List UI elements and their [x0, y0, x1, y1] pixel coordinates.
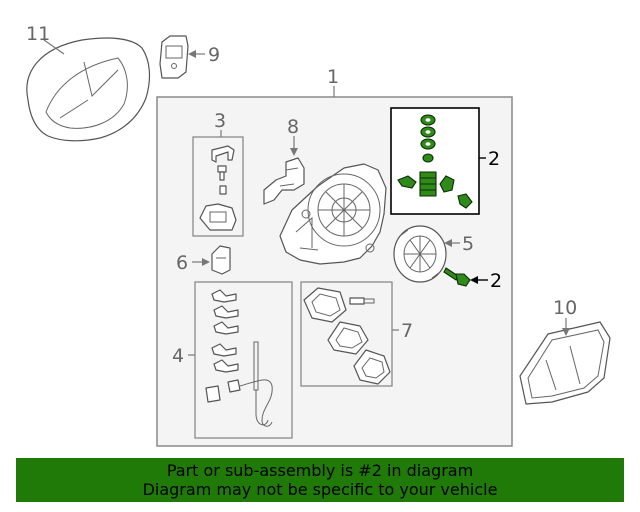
parts-diagram: 1 11 9 3 8 — [26, 23, 611, 447]
connector-part-6[interactable] — [211, 245, 231, 275]
arrow-2b — [470, 276, 478, 284]
callout-2b: 2 — [490, 270, 502, 292]
callout-2a: 2 — [488, 148, 500, 170]
arrow-10 — [562, 328, 570, 336]
arrow-6 — [202, 258, 210, 266]
callout-7: 7 — [401, 320, 413, 342]
screw-set-part-2[interactable] — [397, 114, 473, 209]
callout-8: 8 — [287, 116, 299, 138]
wiring-harness-part-4 — [205, 289, 273, 427]
banner-line-1: Part or sub-assembly is #2 in diagram — [166, 461, 474, 480]
bracket-part-9[interactable] — [159, 35, 189, 79]
callout-10: 10 — [553, 297, 577, 319]
clip-part-3 — [199, 145, 237, 231]
callout-1: 1 — [327, 66, 339, 88]
screw-part-2[interactable] — [443, 267, 471, 287]
callout-3: 3 — [214, 110, 226, 132]
banner-line-2: Diagram may not be specific to your vehi… — [142, 480, 498, 499]
mirror-glass-part-10[interactable] — [519, 321, 611, 405]
mirror-cover-part-11[interactable] — [26, 37, 151, 142]
subassembly-frame-4 — [194, 281, 293, 439]
mirror-glass-holder-part-7 — [303, 287, 391, 385]
callout-5: 5 — [462, 233, 474, 255]
info-banner: Part or sub-assembly is #2 in diagram Di… — [16, 458, 624, 502]
arrow-5 — [444, 239, 452, 247]
callout-11: 11 — [26, 23, 50, 45]
leader-11 — [43, 39, 65, 55]
bracket-part-8[interactable] — [263, 157, 305, 205]
callout-4: 4 — [172, 345, 184, 367]
arrow-9 — [188, 50, 196, 58]
motor-part-5[interactable] — [393, 225, 447, 283]
mirror-actuator-housing — [279, 163, 387, 265]
callout-9: 9 — [208, 44, 220, 66]
callout-6: 6 — [176, 252, 188, 274]
arrow-8 — [290, 148, 298, 156]
